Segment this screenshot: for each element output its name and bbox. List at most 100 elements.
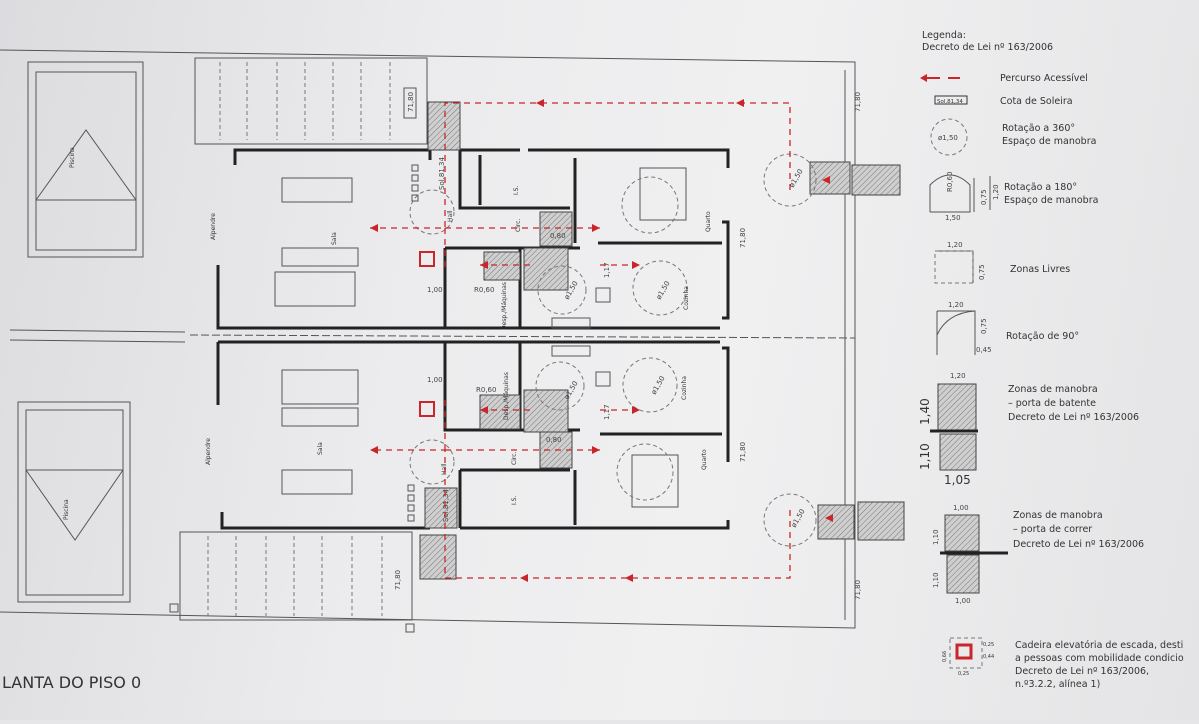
dimension-label: 1,00 — [427, 376, 443, 384]
legend-item-hinged-door-zone: 1,20 1,40 1,10 1,05 Zonas de manobra – p… — [918, 372, 1139, 487]
room-label-living: Sala — [317, 442, 324, 455]
room-label-porch: Alpendre — [205, 438, 212, 465]
dimension-label: 0,44 — [983, 654, 994, 660]
legend-item-soleira: Sol.81,34 Cota de Soleira — [934, 95, 1073, 107]
legend-label: Cota de Soleira — [1000, 96, 1073, 107]
legend-sublabel: Decreto de Lei nº 163/2006 — [1013, 539, 1144, 550]
stair-lift-chair-icon — [419, 401, 435, 417]
level-label: 71,80 — [394, 570, 402, 590]
dimension-label: 1,17 — [603, 404, 611, 420]
dimension-label: 1,00 — [953, 504, 969, 512]
dimension-label: 0,25 — [983, 642, 994, 648]
dimension-label: 1,10 — [918, 443, 932, 470]
accessible-route — [370, 99, 833, 582]
dimension-label: 0,45 — [976, 346, 992, 354]
legend-label: Rotação de 90° — [1006, 331, 1079, 342]
legend-item-sliding-door-zone: 1,00 1,10 1,10 1,00 Zonas de manobra – p… — [932, 504, 1144, 605]
room-label-porch: Alpendre — [210, 213, 217, 240]
dimension-label: 0,75 — [978, 264, 986, 280]
room-label-living: Sala — [331, 232, 338, 245]
room-label-kitchen: Cozinha — [681, 376, 688, 400]
level-label: 71,80 — [407, 92, 415, 112]
room-label-bedroom: Quarto — [701, 449, 708, 470]
dimension-label: 1,17 — [603, 262, 611, 278]
dimension-label: 1,20 — [948, 301, 964, 309]
level-label: 71,80 — [739, 228, 747, 248]
parking-bottom: 71,80 — [169, 531, 415, 633]
legend-label: Rotação a 180° — [1004, 182, 1077, 193]
legend-sublabel: Espaço de manobra — [1002, 136, 1096, 147]
room-label-wc: I.S. — [513, 186, 520, 195]
room-label-circ: Circ. — [511, 452, 518, 465]
dimension-label: 1,20 — [992, 184, 1000, 200]
dimension-label: 0,75 — [980, 318, 988, 334]
legend-label: Zonas Livres — [1010, 264, 1070, 275]
pool-label: Piscina — [69, 147, 76, 168]
legend-item-rotation-90: 1,20 0,75 0,45 Rotação de 90° — [936, 301, 1079, 355]
dimension-label: 1,00 — [427, 286, 443, 294]
dimension-label: 1,20 — [947, 241, 963, 249]
legend-item-stair-lift: 0,66 0,25 0,44 0,25 Cadeira elevatória d… — [942, 637, 1184, 690]
room-label-bedroom: Quarto — [705, 211, 712, 232]
legend-sublabel: – porta de correr — [1013, 524, 1092, 535]
level-label: 71,80 — [739, 442, 747, 462]
stair-lift-chair-icon — [419, 251, 435, 267]
parking-top: 71,80 — [194, 57, 428, 145]
legend-label: Cadeira elevatória de escada, desti — [1015, 640, 1183, 651]
dimension-label: ø1,50 — [938, 134, 958, 142]
legend-sublabel: Decreto de Lei nº 163/2006 — [1008, 412, 1139, 423]
dimension-label: 1,10 — [932, 529, 940, 545]
dimension-label: 1,50 — [945, 214, 961, 222]
legend-decree: Decreto de Lei nº 163/2006 — [922, 42, 1053, 53]
legend-sublabel: – porta de batente — [1008, 398, 1096, 409]
dimension-label: 1,10 — [932, 572, 940, 588]
dimension-label: 0,80 — [546, 436, 562, 444]
legend: Legenda: Decreto de Lei nº 163/2006 Perc… — [918, 30, 1184, 690]
dimension-label: R0,60 — [476, 386, 496, 394]
dimension-label: 1,00 — [955, 597, 971, 605]
level-label: 71,80 — [854, 580, 862, 600]
dimension-label: 0,66 — [942, 651, 948, 662]
legend-heading: Legenda: — [922, 30, 966, 41]
soleira-tag: Sol.81,34 — [438, 157, 446, 190]
legend-item-free-zone: 1,20 0,75 Zonas Livres — [934, 241, 1070, 284]
dimension-label: ø1,50 — [655, 280, 672, 301]
legend-sublabel: Decreto de Lei nº 163/2006, — [1015, 666, 1149, 677]
dimension-label: 1,40 — [918, 398, 932, 425]
dimension-label: R0,60 — [474, 286, 494, 294]
level-label: 71,80 — [854, 92, 862, 112]
room-label-circ: Circ. — [515, 219, 522, 232]
dimension-label: 1,20 — [950, 372, 966, 380]
legend-label: Zonas de manobra — [1008, 384, 1098, 395]
dimension-label: 0,25 — [958, 671, 969, 677]
drawing-title: LANTA DO PISO 0 — [2, 673, 141, 692]
soleira-tag: Sol.81,34 — [937, 99, 963, 105]
dimension-label: ø1,50 — [790, 508, 807, 529]
legend-sublabel: n.º3.2.2, alínea 1) — [1015, 679, 1100, 690]
legend-label: Percurso Acessível — [1000, 73, 1088, 84]
legend-item-accessible-route: Percurso Acessível — [920, 73, 1088, 84]
pool-bottom: Piscina — [17, 401, 131, 603]
legend-item-rotation-360: ø1,50 Rotação a 360° Espaço de manobra — [930, 118, 1096, 156]
legend-label: Zonas de manobra — [1013, 510, 1103, 521]
dimension-label: 0,80 — [550, 232, 566, 240]
dimension-label: 1,05 — [944, 473, 971, 487]
house-lower: Alpendre Sala Hall Circ. I.S. Desp./Máqu… — [205, 92, 905, 600]
legend-item-rotation-180: R0,60 0,75 1,20 1,50 Rotação a 180° Espa… — [929, 172, 1098, 222]
legend-sublabel: a pessoas com mobilidade condicio — [1015, 653, 1184, 664]
room-label-wc: I.S. — [511, 496, 518, 505]
room-label-storage: Desp./Máquinas — [503, 372, 510, 420]
pool-label: Piscina — [63, 499, 70, 520]
room-label-storage: Desp./Máquinas — [501, 282, 508, 330]
soleira-tag: Sol.81,34 — [442, 489, 450, 522]
pool-top: Piscina — [27, 61, 144, 258]
dimension-label: R0,60 — [946, 172, 954, 192]
legend-label: Rotação a 360° — [1002, 123, 1075, 134]
room-label-hall: Hall — [447, 210, 454, 222]
dimension-label: 0,75 — [980, 189, 988, 205]
legend-sublabel: Espaço de manobra — [1004, 195, 1098, 206]
room-label-kitchen: Cozinha — [683, 286, 690, 310]
house-upper: Alpendre Sala Hall Circ. I.S. Desp./Máqu… — [210, 101, 901, 330]
